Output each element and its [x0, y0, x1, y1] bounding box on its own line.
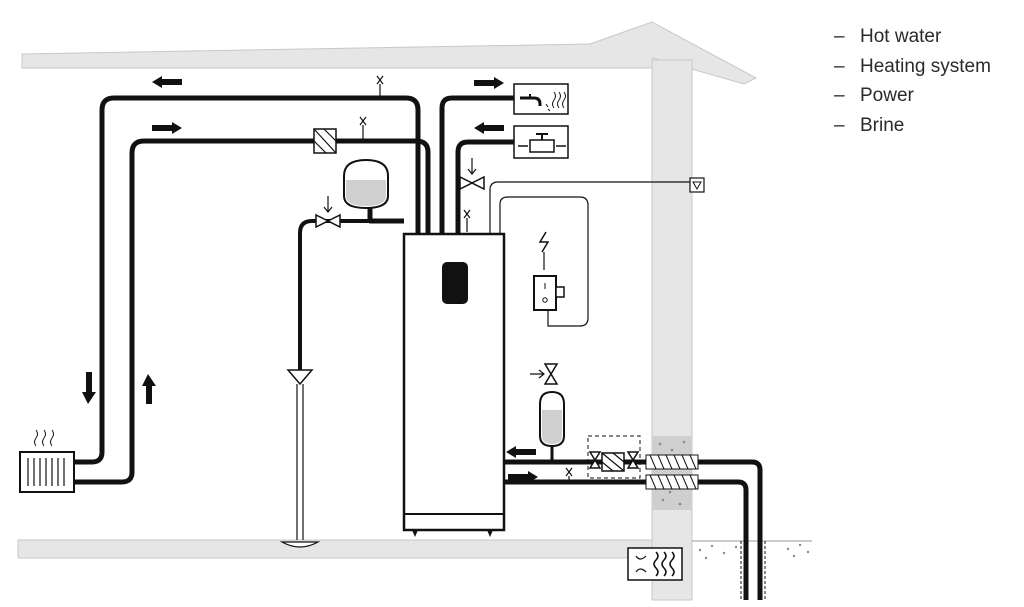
- valves: [315, 175, 640, 469]
- control-display: [442, 262, 468, 304]
- legend-item-hot-water: –Hot water: [834, 22, 991, 52]
- heating-flow-pipe: [74, 95, 421, 465]
- sensor-cable: [489, 181, 690, 234]
- arrow-icon: [508, 471, 538, 483]
- valve-icon: [588, 451, 602, 469]
- legend-item-power: –Power: [834, 81, 991, 111]
- arrow-icon: [152, 122, 182, 134]
- legend: –Hot water –Heating system –Power –Brine: [834, 22, 991, 140]
- arrow-icon: [152, 76, 182, 88]
- arrow-icon: [142, 374, 156, 404]
- arrow-icon: [474, 122, 504, 134]
- gravel-texture: [698, 543, 810, 560]
- floor: [17, 539, 653, 559]
- outdoor-sensor-icon: [689, 177, 705, 193]
- water-pipes: [439, 95, 514, 234]
- valve-stems: [323, 158, 545, 379]
- legend-item-heating-system: –Heating system: [834, 52, 991, 82]
- cabinet-foot-left: [412, 530, 418, 537]
- brine-out-pipe: [504, 479, 749, 600]
- heat-waves-icon: [34, 429, 54, 447]
- radiator-icon: [19, 451, 75, 493]
- power-cable: [499, 196, 589, 327]
- brine-pipes: [504, 445, 763, 600]
- mixing-valve-icon: [601, 452, 625, 472]
- legend-label: Power: [860, 85, 914, 106]
- wall-sleeves: [645, 454, 699, 490]
- ground-loop-icon: [627, 547, 683, 581]
- valve-icon: [315, 213, 341, 229]
- air-vents: [359, 75, 573, 482]
- valve-icon: [459, 175, 485, 191]
- power-supply-icon: [538, 231, 550, 253]
- arrow-icon: [506, 446, 536, 458]
- heating-return-pipe: [74, 138, 431, 485]
- power-lines: [489, 181, 690, 327]
- brine-valve-group: [587, 435, 641, 479]
- valve-icon: [543, 363, 559, 385]
- legend-label: Hot water: [860, 26, 942, 47]
- heat-pump-unit: [402, 232, 506, 537]
- flow-arrows: [82, 76, 538, 483]
- wall-insulation: [652, 436, 692, 510]
- valve-icon: [626, 451, 640, 469]
- arrow-icon: [474, 77, 504, 89]
- expansion-vessel-icon: [539, 390, 565, 448]
- legend-dash: –: [834, 26, 845, 47]
- roof: [21, 21, 758, 85]
- expansion-vessel-icon: [343, 158, 389, 210]
- heating-pipes: [74, 95, 431, 485]
- hot-water-tap-icon: [513, 83, 569, 115]
- insulation-texture: [658, 440, 686, 506]
- hot-water-pipe: [439, 95, 514, 234]
- mixing-valve-icon: [313, 128, 337, 154]
- arrow-icon: [82, 372, 96, 404]
- legend-label: Heating system: [860, 55, 991, 77]
- outer-wall: [651, 59, 693, 601]
- cabinet-foot-right: [487, 530, 493, 537]
- cold-water-tap-icon: [513, 125, 569, 159]
- drain-funnel-icon: [279, 369, 321, 548]
- legend-label: Brine: [860, 114, 905, 136]
- switch-icon: [533, 275, 565, 311]
- legend-item-brine: –Brine: [834, 111, 991, 141]
- building: [17, 21, 812, 601]
- legend-dash: –: [834, 55, 845, 77]
- cold-water-pipe: [455, 139, 514, 234]
- legend-dash: –: [834, 85, 845, 106]
- safety-valve-pipe: [298, 219, 404, 372]
- brine-in-pipe: [504, 459, 763, 600]
- legend-dash: –: [834, 114, 845, 136]
